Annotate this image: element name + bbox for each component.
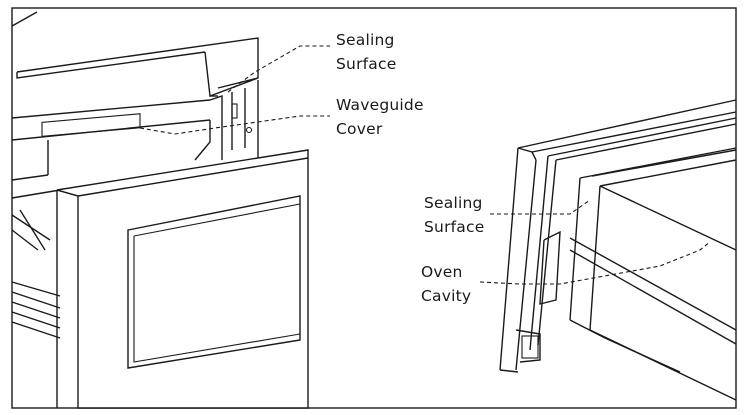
waveguide-cover-shape xyxy=(41,113,141,137)
label-oven-cavity: Oven Cavity xyxy=(421,260,471,308)
label-line: Waveguide xyxy=(336,96,424,114)
label-line: Surface xyxy=(336,55,397,73)
left-drawer-illustration xyxy=(11,11,330,409)
hinge-block xyxy=(521,335,539,359)
right-cavity-illustration xyxy=(479,99,737,401)
sealing-surface-leader-right xyxy=(490,199,591,215)
drawer-front xyxy=(56,149,309,409)
figure-frame xyxy=(11,7,737,409)
label-line: Cavity xyxy=(421,287,472,305)
label-line: Oven xyxy=(421,263,463,281)
waveguide-cover-leader xyxy=(139,115,330,135)
label-line: Surface xyxy=(424,218,485,236)
side-slot xyxy=(231,103,238,119)
label-sealing-surface-left: Sealing Surface xyxy=(336,28,396,76)
label-sealing-surface-right: Sealing Surface xyxy=(424,191,484,239)
label-line: Cover xyxy=(336,120,383,138)
label-waveguide-cover: Waveguide Cover xyxy=(336,93,424,141)
label-line: Sealing xyxy=(424,194,483,212)
label-line: Sealing xyxy=(336,31,395,49)
screw xyxy=(245,126,253,134)
drawer-window xyxy=(127,195,301,369)
oven-cavity-leader xyxy=(479,241,711,285)
sealing-surface-leader xyxy=(227,45,330,93)
